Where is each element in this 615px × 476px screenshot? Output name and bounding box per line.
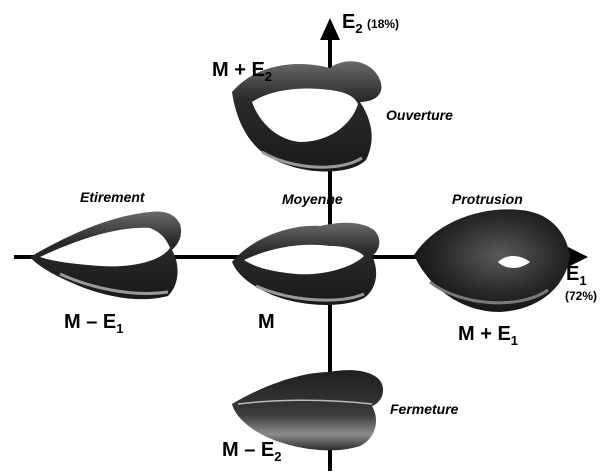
ouverture-formula: M + E2 [212,59,272,83]
e2-axis-subscript: 2 [355,21,363,36]
etirement-lip-shape [30,211,182,300]
ouverture-formula-main: M + E [212,59,265,81]
fermeture-caption: Fermeture [390,401,459,417]
fermeture-formula-main: M – E [222,439,275,461]
protrusion-formula: M + E1 [458,323,518,347]
e1-axis-arrowhead [568,247,588,267]
moyenne-formula-main: M [258,311,275,333]
e2-axis-arrowhead [320,18,340,40]
fermeture-formula-subscript: 2 [274,449,282,464]
etirement-formula-main: M – E [64,311,117,333]
protrusion-formula-subscript: 1 [510,333,519,348]
moyenne-caption: Moyenne [282,191,343,207]
e2-axis-name: E [342,11,356,33]
protrusion-lip-shape [414,209,570,312]
etirement-formula-subscript: 1 [116,321,124,336]
moyenne-formula: M [258,312,275,332]
ouverture-formula-subscript: 2 [264,69,273,84]
e1-axis-label: E1 [566,263,587,287]
e1-axis-subscript: 1 [579,273,587,288]
e1-axis-percent: (72%) [565,289,598,303]
e2-axis-label: E2 (18%) [342,11,400,35]
fermeture-formula: M – E2 [222,439,281,463]
e1-axis-name: E [566,263,580,285]
moyenne-lip-shape [232,222,380,305]
e2-axis-percent: (18%) [367,17,400,31]
etirement-caption: Etirement [80,189,145,205]
protrusion-caption: Protrusion [452,191,523,207]
etirement-formula: M – E1 [64,311,123,335]
ouverture-lip-shape [232,61,382,172]
protrusion-formula-main: M + E [458,323,511,345]
ouverture-caption: Ouverture [386,107,453,123]
fermeture-lip-shape [232,370,384,451]
